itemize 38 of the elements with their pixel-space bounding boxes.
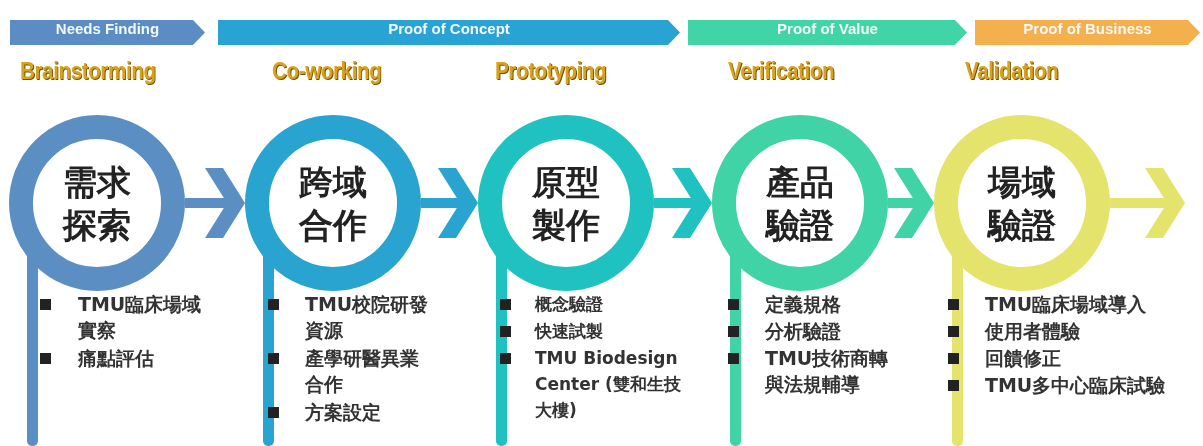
bullet-text: 分析驗證 [765, 319, 842, 344]
bullet-text: 概念驗證 [535, 293, 604, 316]
bullet-text: 方案設定 [305, 400, 382, 425]
phase-banner [975, 20, 1200, 45]
bullet-text: 快速試製 [535, 320, 604, 343]
phase-banner [10, 20, 205, 45]
stage-heading: Co-working [272, 58, 382, 85]
stage-ring [712, 115, 888, 291]
phase-label: Proof of Concept [387, 20, 511, 39]
phase-banner [218, 20, 680, 45]
phase-label: Needs Finding [54, 20, 161, 39]
stage-heading: Prototyping [495, 58, 607, 85]
bullet-text: TMU Biodesign Center (雙和生技大樓) [535, 347, 682, 422]
phase-banner [688, 20, 967, 45]
phase-label: Proof of Value [776, 20, 879, 39]
stage-label: 產品驗證 [764, 160, 835, 246]
stage-heading: Brainstorming [20, 58, 156, 85]
stage-ring [478, 115, 654, 291]
stage-label: 需求探索 [61, 160, 132, 246]
bullet-text: TMU多中心臨床試驗 [985, 373, 1167, 398]
bullet-text: 產學研醫異業合作 [305, 346, 420, 397]
stage-label: 跨域合作 [297, 160, 368, 246]
stage-heading: Verification [728, 58, 835, 85]
bullet-text: TMU校院研發資源 [305, 292, 430, 343]
stage-label: 原型製作 [531, 160, 601, 246]
bullet-text: TMU臨床場域導入 [985, 292, 1148, 317]
bullet-text: 定義規格 [765, 292, 842, 317]
bullet-text: 使用者體驗 [985, 319, 1081, 344]
stage-ring [934, 115, 1110, 291]
stage-ring [9, 115, 185, 291]
bullet-text: 回饋修正 [985, 346, 1062, 371]
bullet-text: TMU臨床場域實察 [78, 292, 203, 343]
bullet-text: TMU技術商轉與法規輔導 [765, 346, 890, 397]
bullet-text: 痛點評估 [78, 346, 155, 371]
stage-label: 場域驗證 [986, 160, 1057, 246]
stage-ring [245, 115, 421, 291]
phase-label: Proof of Business [1022, 20, 1153, 39]
stage-heading: Validation [965, 58, 1059, 85]
